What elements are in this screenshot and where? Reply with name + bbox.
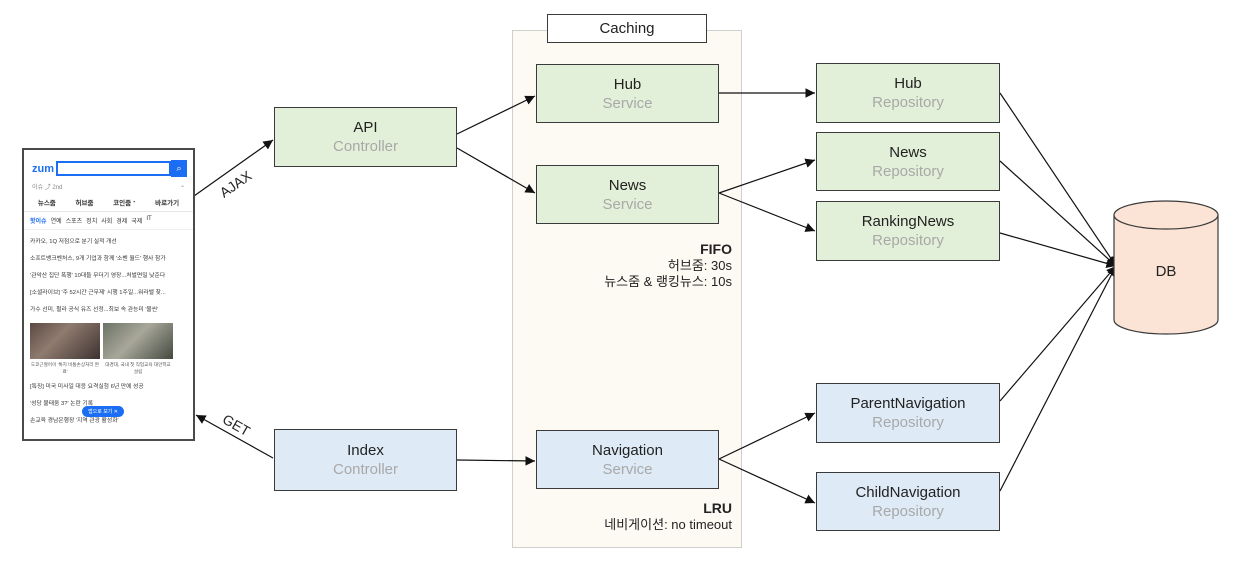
node-title: Navigation [592,441,663,459]
node-subtitle: Repository [872,414,944,431]
list-item[interactable]: '성당 불태움 3?' 논란 기록 [30,401,94,407]
edge-phone-api [193,139,274,197]
category-item[interactable]: 경제 [116,219,128,225]
list-item[interactable]: 카카오, 1Q 저점으로 분기 실적 개선 [30,239,117,245]
thumbnail-card[interactable]: 도쿄근절어이 '톡지 비통손상처리 완료' [30,323,100,375]
navigation-service-node: Navigation Service [536,430,719,489]
chevron-down-icon[interactable]: ⌄ [179,183,185,189]
edge-child-repo-db [999,265,1117,492]
tab-newszum[interactable]: 뉴스줌 [37,200,56,207]
headline-list-2: [특징] 미국 미사일 대응 요격실험 6년 만에 성공 '성당 불태움 3?'… [24,375,193,434]
hub-service-node: Hub Service [536,64,719,123]
issue-ranking: 이슈 ⤴ 2nd [32,185,63,191]
node-title: API [353,119,378,136]
parent-navigation-repository-node: ParentNavigation Repository [816,383,1000,443]
node-subtitle: Repository [872,232,944,249]
edge-index-phone [195,414,274,459]
ranking-news-repository-node: RankingNews Repository [816,201,1000,261]
index-controller-node: Index Controller [274,429,457,491]
mobile-page-mockup: zum ⌕ 이슈 ⤴ 2nd ⌄ 뉴스줌 허브줌 코인줌 ᐩ 바로가기 핫이슈 … [22,148,195,441]
category-item[interactable]: 스포츠 [65,219,83,225]
category-item[interactable]: 정치 [86,219,98,225]
category-tabs: 핫이슈 연예 스포츠 정치 사회 경제 국제 IT [24,212,193,230]
node-title: RankingNews [861,213,955,230]
list-item[interactable]: 손교육 경남은행장 '지역 관광 활성화' [30,418,119,424]
edge-news-service-news-repo [718,158,816,194]
node-title: Index [347,442,384,459]
node-title: ChildNavigation [855,483,961,501]
db-label: DB [1155,263,1177,280]
lru-line-navigation: 네비게이션: no timeout [604,517,732,532]
issue-subline: 이슈 ⤴ 2nd ⌄ [24,177,193,193]
news-repository-node: News Repository [816,132,1000,191]
lru-note: LRU 네비게이션: no timeout [604,500,732,533]
list-item[interactable]: [특징] 미국 미사일 대응 요격실험 6년 만에 성공 [30,384,144,390]
tab-coinzum[interactable]: 코인줌 ᐩ [113,200,136,207]
thumbnail-caption: 도쿄근절어이 '톡지 비통손상처리 완료' [30,362,100,374]
news-service-node: News Service [536,165,719,224]
open-app-button[interactable]: 앱으로 보기 ✕ [82,406,124,417]
list-item[interactable]: 소프트뱅크벤처스, 9개 기업과 함께 '소벤 월드' 행사 참가 [30,256,166,262]
node-title: ParentNavigation [850,395,966,412]
list-item[interactable]: '관악산 집단 폭행' 10대들 무더기 영장...처벌면밀 낮준다 [30,273,166,279]
edge-api-hub-service [456,95,536,135]
caching-title: Caching [547,14,707,43]
category-item[interactable]: 사회 [101,219,113,225]
edge-hub-repo-db [999,92,1117,267]
child-navigation-repository-node: ChildNavigation Repository [816,472,1000,531]
node-subtitle: Service [602,195,653,213]
category-item[interactable]: IT [146,216,152,222]
node-title: Hub [894,75,922,92]
headline-list: 카카오, 1Q 저점으로 분기 실적 개선 소프트뱅크벤처스, 9개 기업과 함… [24,230,193,323]
list-item[interactable]: 가수 선미, 펄라 공식 유즈 선정...최보 속 관능미 '물씬' [30,307,159,313]
zum-logo: zum [32,162,54,175]
fifo-line-hubzum: 허브줌: 30s [667,258,732,273]
edge-parent-repo-db [999,265,1117,402]
api-controller-node: API Controller [274,107,457,167]
category-item[interactable]: 핫이슈 [30,219,47,225]
thumbnail-caption: 대경대, 국내 첫 직업교육 대안학교 설립 [105,362,171,374]
tab-shortcut[interactable]: 바로가기 [155,200,180,207]
search-input[interactable] [56,161,171,176]
category-item[interactable]: 연예 [50,219,62,225]
fifo-note: FIFO 허브줌: 30s 뉴스줌 & 랭킹뉴스: 10s [604,241,732,290]
thumbnail-image [103,323,173,359]
search-icon[interactable]: ⌕ [171,160,187,177]
thumbnail-row: 도쿄근절어이 '톡지 비통손상처리 완료' 대경대, 국내 첫 직업교육 대안학… [24,323,193,375]
edge-navigation-parent-repo [718,412,816,460]
lru-heading: LRU [703,500,732,516]
node-title: News [608,176,647,194]
tab-hubzum[interactable]: 허브줌 [75,200,94,207]
edge-ranking-repo-db [999,232,1117,268]
thumbnail-card[interactable]: 대경대, 국내 첫 직업교육 대안학교 설립 [103,323,173,375]
node-subtitle: Service [602,94,653,112]
node-subtitle: Repository [872,162,944,180]
search-bar: zum ⌕ [24,150,193,177]
node-subtitle: Service [602,460,653,478]
node-subtitle: Controller [332,138,399,155]
category-item[interactable]: 국제 [131,219,143,225]
hub-repository-node: Hub Repository [816,63,1000,123]
fifo-heading: FIFO [700,241,732,257]
node-title: News [889,143,927,161]
list-item[interactable]: [소셜라이브] '주 52시간 근무제' 시행 1주일...워라밸 찾... [30,290,166,296]
db-cylinder [1113,200,1219,335]
thumbnail-image [30,323,100,359]
edge-news-service-ranking-repo [718,192,816,232]
edge-index-navigation-service [456,456,536,466]
node-subtitle: Repository [872,94,944,111]
node-title: Hub [613,75,642,93]
node-subtitle: Repository [872,502,944,520]
fifo-line-newszum: 뉴스줌 & 랭킹뉴스: 10s [604,274,732,289]
edge-navigation-child-repo [718,458,816,504]
service-tabs: 뉴스줌 허브줌 코인줌 ᐩ 바로가기 [24,193,193,212]
node-subtitle: Controller [332,461,399,478]
edge-news-repo-db [999,160,1117,267]
edge-api-news-service [456,147,536,194]
